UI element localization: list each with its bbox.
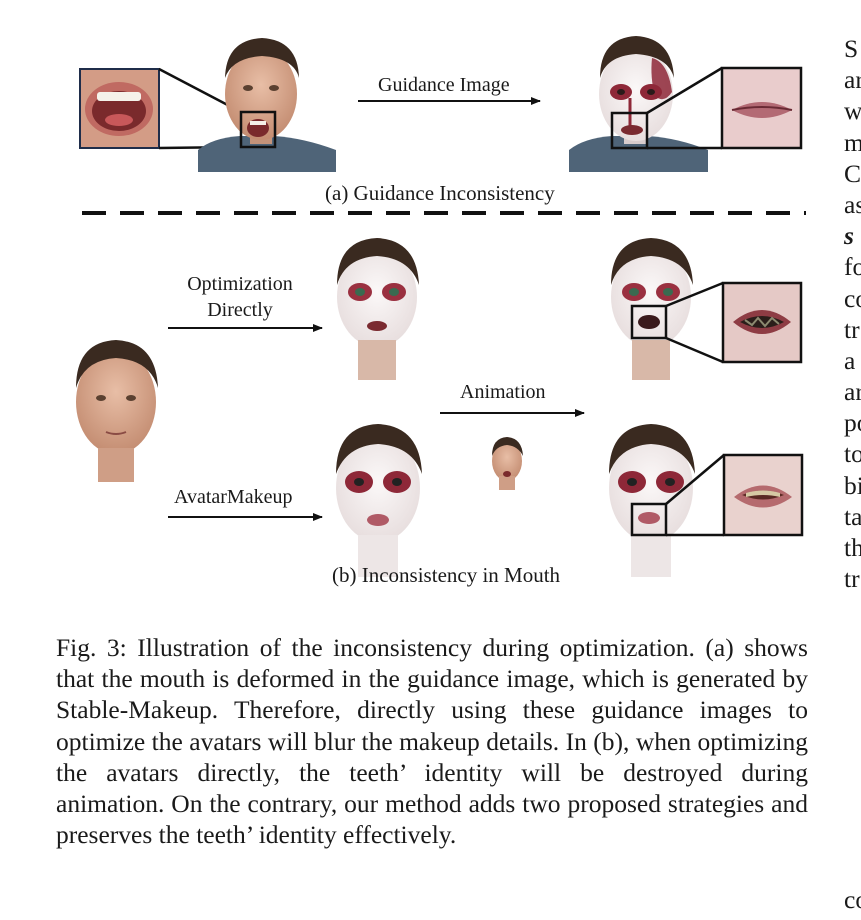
direct-optimization-head xyxy=(337,238,419,380)
right-column-line: S xyxy=(844,34,859,63)
panel-a-caption: (a) Guidance Inconsistency xyxy=(325,181,555,205)
right-column-line: s xyxy=(844,221,854,251)
original-face-photo xyxy=(198,38,336,172)
right-column-line: ar xyxy=(844,65,861,95)
avatarmakeup-label: AvatarMakeup xyxy=(174,486,293,508)
right-column-line: to xyxy=(844,439,861,469)
right-column-fragments: S ar w m C as s fo co tr a ar po to bi t… xyxy=(844,33,861,594)
right-column-line: w xyxy=(844,96,861,126)
right-column-line: as xyxy=(844,189,861,219)
zoom-inset-guidance-mouth xyxy=(720,66,803,150)
right-column-line: ar xyxy=(844,377,861,407)
source-head xyxy=(76,340,158,482)
bottom-fragment: co xyxy=(844,885,861,914)
right-column-line: m xyxy=(844,127,861,157)
animation-driver-head xyxy=(492,437,523,490)
right-column-line: ta xyxy=(844,501,861,531)
right-column-line: fo xyxy=(844,252,861,282)
right-column-line: C xyxy=(844,158,861,188)
right-column-line: th xyxy=(844,533,861,562)
figure-3 xyxy=(76,36,806,577)
right-column-line: tr xyxy=(844,314,860,344)
right-column-line: tr xyxy=(844,564,860,594)
zoom-inset-avatarmakeup-teeth xyxy=(722,453,804,537)
optimization-directly-label-line2: Directly xyxy=(207,299,273,321)
avatarmakeup-head xyxy=(336,424,422,577)
right-column-line: po xyxy=(844,408,861,438)
right-column-line: a xyxy=(844,345,856,375)
zoom-inset-original-mouth xyxy=(79,68,160,149)
avatarmakeup-animated-head xyxy=(609,424,695,577)
optimization-directly-label-line1: Optimization xyxy=(187,273,293,295)
right-column-line: co xyxy=(844,283,861,313)
zoom-inset-direct-teeth xyxy=(721,281,803,364)
guidance-image-photo xyxy=(569,36,708,172)
panel-b-caption: (b) Inconsistency in Mouth xyxy=(332,563,561,587)
animation-label: Animation xyxy=(460,381,546,403)
right-column-line: bi xyxy=(844,470,861,500)
direct-animated-head xyxy=(611,238,693,380)
guidance-image-label: Guidance Image xyxy=(378,74,510,96)
figure-caption: Fig. 3: Illustration of the inconsistenc… xyxy=(56,633,808,850)
